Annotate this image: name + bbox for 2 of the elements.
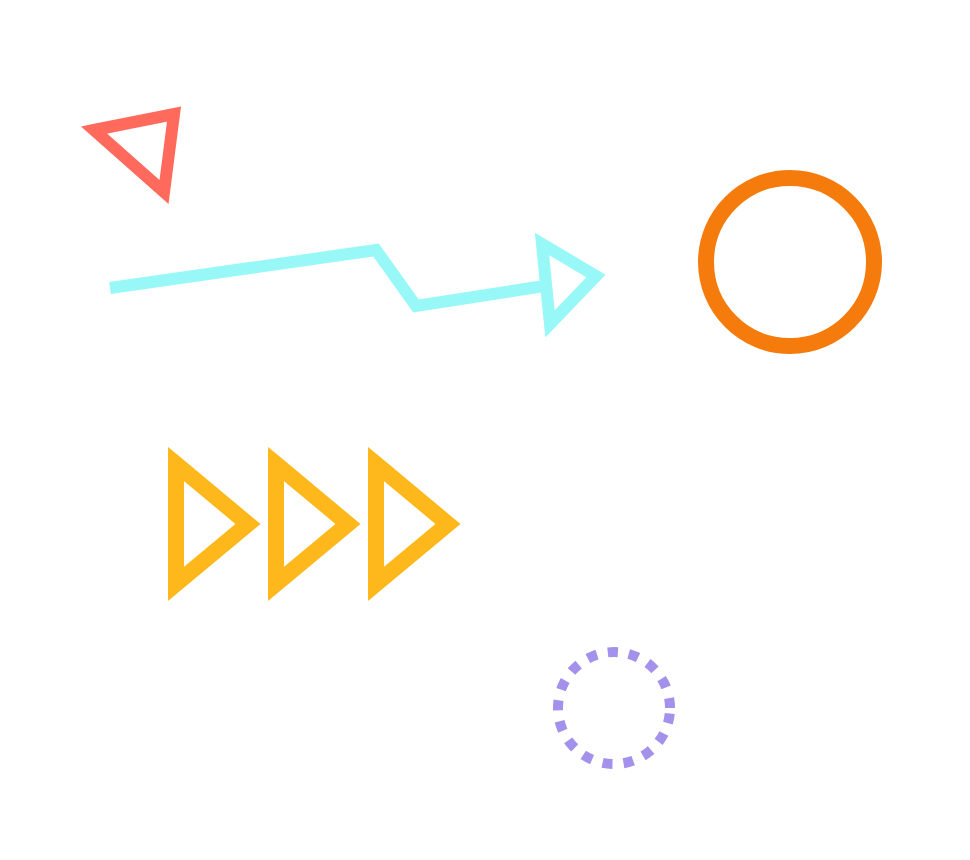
dotted-circle (553, 647, 675, 769)
ring-shape (698, 170, 882, 354)
